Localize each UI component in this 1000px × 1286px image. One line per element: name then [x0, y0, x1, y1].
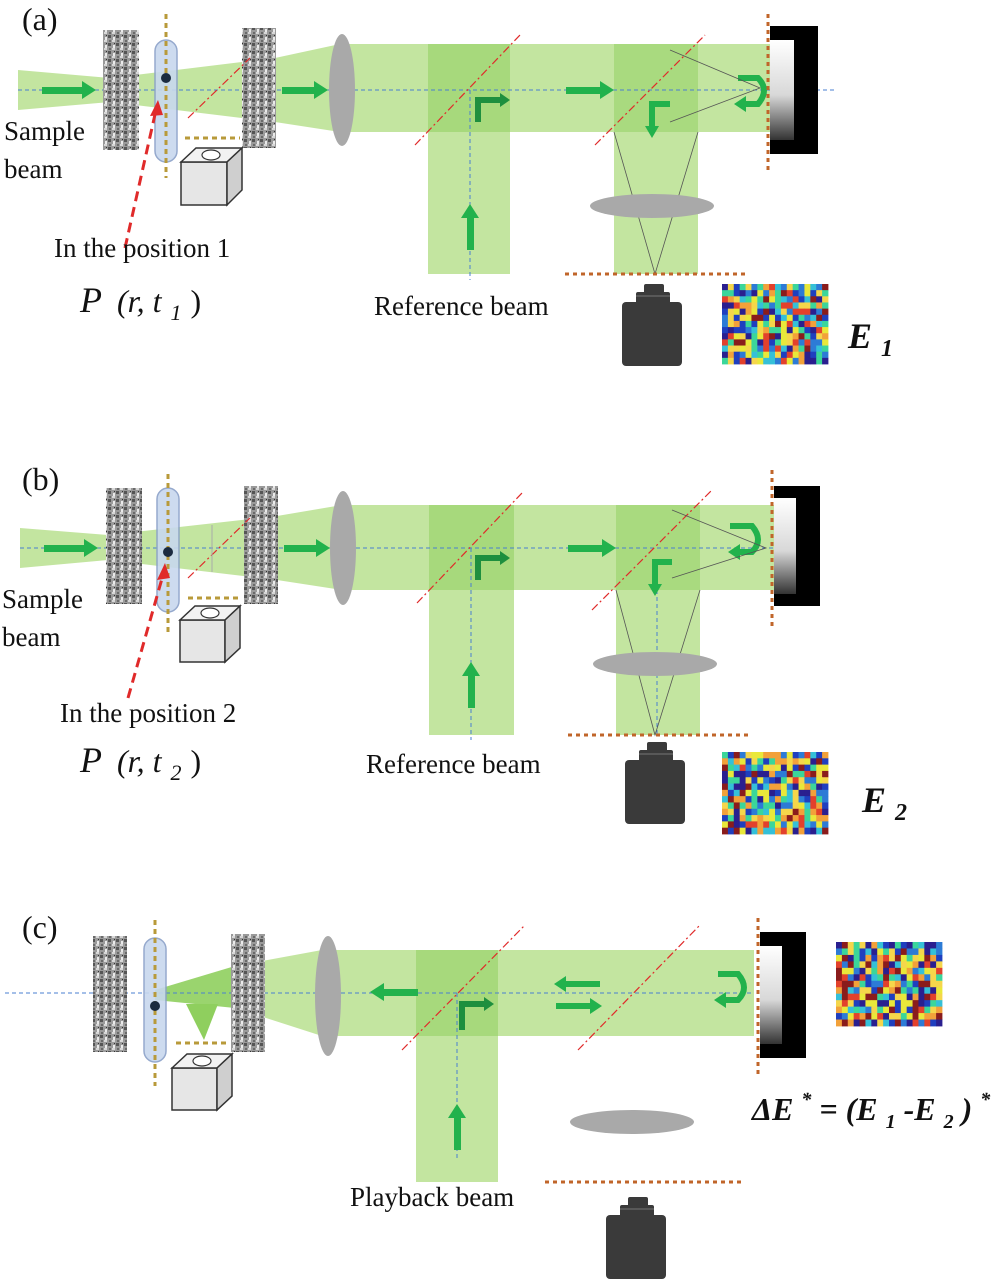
phase-conjugate-mirror-icon — [760, 932, 806, 1058]
arrow-turn-1 — [475, 555, 500, 580]
arrow-turn-1-head — [500, 551, 510, 565]
beam-label: Reference beam — [374, 291, 549, 321]
sample-label-1: Sample — [4, 116, 85, 146]
arrow-right-3 — [566, 81, 614, 99]
fan-rays — [671, 509, 768, 579]
detector-icon — [170, 1052, 234, 1112]
camera-lens — [570, 1110, 694, 1134]
conjugate-field-equation: ΔE * = (E 1 -E 2 ) * — [750, 1077, 991, 1135]
position-function: P (r, t 2 ) — [79, 740, 201, 788]
camera-lens — [590, 194, 714, 218]
panel-a: (a) Sample beam In the position 1 P (r, … — [4, 1, 893, 366]
arrow-turn-2-head — [648, 584, 662, 596]
beam-splitter-0 — [187, 57, 251, 119]
collimated-beam — [340, 44, 770, 132]
arrow-turn-2-head — [645, 126, 659, 138]
arrow-right-3 — [568, 539, 616, 557]
fan-rays — [669, 49, 762, 123]
arrow-uturn-head — [728, 544, 740, 560]
arrow-right-2 — [284, 539, 330, 557]
arrow-uturn-head — [734, 96, 746, 112]
speckle-hologram-icon — [722, 284, 829, 365]
diffuser-1 — [106, 488, 142, 604]
camera-overlap — [614, 44, 698, 132]
arrow-right-2 — [556, 998, 602, 1014]
panel-c: (c) Playback beam ΔE * = (E 1 -E 2 ) * — [5, 909, 991, 1279]
arrow-right-2 — [282, 81, 328, 99]
focus-rays — [615, 589, 701, 737]
pointer-arrow-head — [150, 100, 163, 116]
beam-splitter-2 — [577, 924, 701, 1051]
lens — [315, 936, 341, 1056]
lens — [329, 34, 355, 146]
lens — [330, 491, 356, 605]
camera-lens — [593, 652, 717, 676]
field-label: E 1 — [847, 316, 893, 362]
field-label: E 2 — [861, 780, 907, 826]
beam-splitter-2 — [591, 489, 713, 611]
arrow-turn-2 — [652, 559, 672, 584]
particle — [163, 547, 173, 557]
arrow-uturn-head — [714, 992, 726, 1008]
camera-icon — [625, 742, 685, 824]
arrow-up-1 — [448, 1104, 466, 1150]
sample-label-2: beam — [4, 154, 62, 184]
arrow-turn-1 — [459, 1001, 484, 1030]
speckle-hologram-icon — [722, 752, 829, 835]
detector-icon — [179, 146, 244, 207]
beam-splitter-1 — [401, 924, 526, 1051]
panel-b: (b) Sample beam In the position 2 P (r, … — [2, 461, 907, 835]
particle — [150, 1001, 160, 1011]
beam-splitter-0 — [187, 517, 251, 579]
arrow-up-1 — [461, 204, 479, 250]
speckle-hologram-icon — [836, 942, 943, 1027]
arrow-turn-2 — [649, 101, 670, 126]
arrow-uturn — [718, 971, 747, 1003]
expanding-beam — [110, 58, 275, 122]
arrow-uturn — [730, 523, 761, 555]
pointer-arrow — [123, 109, 158, 249]
beam-splitter-1 — [416, 492, 523, 604]
sample-label-1: Sample — [2, 584, 83, 614]
panel-label: (b) — [22, 461, 59, 497]
diffuser-1 — [103, 30, 139, 150]
phase-conjugate-mirror-icon — [770, 26, 818, 154]
position-function: P (r, t 1 ) — [79, 280, 201, 328]
diffuser-1 — [93, 936, 127, 1052]
arrow-right-1 — [42, 81, 96, 99]
arrow-left-1 — [370, 983, 418, 1001]
panel-label: (c) — [22, 909, 58, 945]
position-label: In the position 2 — [60, 698, 236, 728]
arrow-right-1 — [44, 539, 98, 557]
arrow-up-1 — [462, 662, 480, 708]
particle — [161, 73, 171, 83]
focus-cone — [186, 1004, 218, 1040]
phase-conjugate-mirror-icon — [774, 486, 820, 606]
beam-label: Playback beam — [350, 1182, 514, 1212]
beam-splitter-2 — [594, 34, 706, 146]
arrow-left-2 — [554, 976, 600, 992]
arrow-turn-1 — [475, 97, 500, 122]
diffuser-2 — [231, 934, 265, 1052]
diffuser-2 — [242, 28, 276, 148]
sample-label-2: beam — [2, 622, 60, 652]
pointer-arrow-head — [157, 563, 170, 580]
arrow-turn-1-head — [500, 93, 510, 107]
panel-label: (a) — [22, 1, 58, 37]
arrow-turn-1-head — [484, 997, 494, 1011]
beam-label: Reference beam — [366, 749, 541, 779]
diffuser-2 — [244, 486, 278, 604]
detector-icon — [178, 604, 242, 664]
pointer-arrow — [126, 574, 165, 699]
focusing-beam — [155, 966, 235, 1008]
reference-beam — [428, 132, 510, 274]
camera-icon — [622, 284, 682, 366]
beam-splitter-1 — [414, 34, 521, 146]
camera-icon — [606, 1197, 666, 1279]
arrow-uturn — [738, 75, 767, 107]
position-label: In the position 1 — [54, 233, 230, 263]
